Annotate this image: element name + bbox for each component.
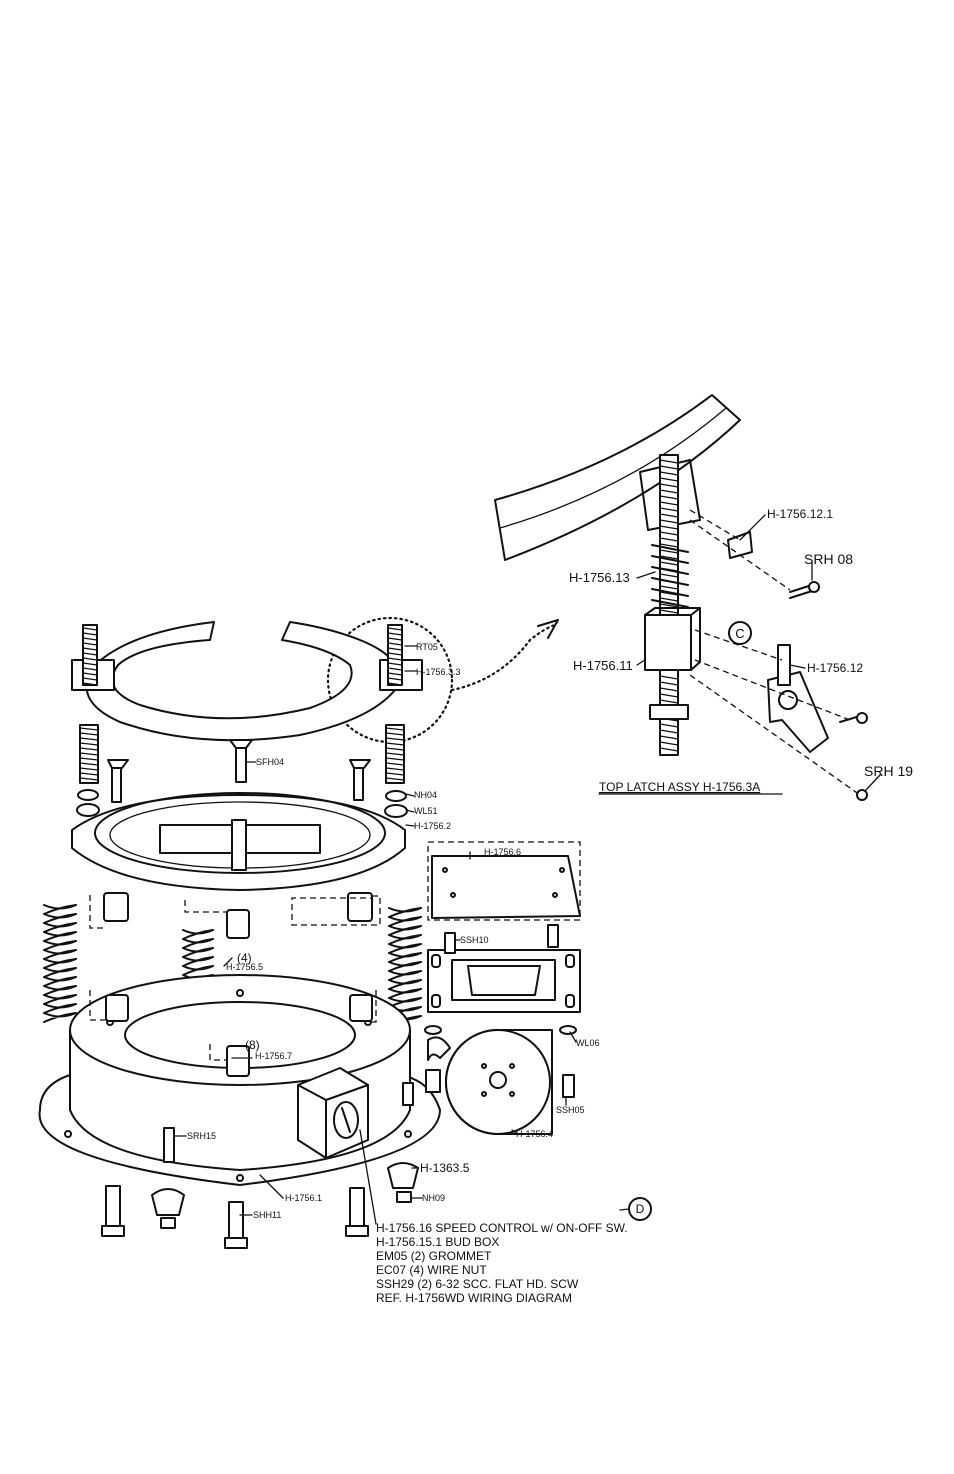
screw-srh08 — [808, 581, 820, 593]
title-top-latch-assy: TOP LATCH ASSY H-1756.3A — [599, 780, 760, 794]
bottom-bolts — [101, 1127, 369, 1249]
foot-left — [151, 1188, 185, 1216]
note-wire-nut: EC07 (4) WIRE NUT — [376, 1263, 487, 1277]
note-flat-head-screw: SSH29 (2) 6-32 SCC. FLAT HD. SCW — [376, 1277, 579, 1291]
note-bud-box: H-1756.15.1 BUD BOX — [376, 1235, 499, 1249]
motor-bracket — [427, 949, 581, 1013]
label-qty8: (8) — [245, 1038, 260, 1052]
bushing-right — [347, 892, 373, 922]
detail-circle — [326, 616, 454, 744]
note-grommet: EM05 (2) GROMMET — [376, 1249, 492, 1263]
label-ssh05: SSH05 — [556, 1105, 585, 1115]
label-h1756-7: H-1756.7 — [255, 1051, 292, 1061]
mounting-plate — [71, 792, 406, 891]
label-srh19: SRH 19 — [864, 763, 913, 779]
base-bushing-right — [349, 994, 373, 1022]
bushing-left — [103, 892, 129, 922]
bushing-center — [226, 909, 250, 939]
label-srh08: SRH 08 — [804, 551, 853, 567]
label-wl51: WL51 — [414, 806, 438, 816]
label-wl06: WL06 — [576, 1038, 600, 1048]
callout-circle-c — [728, 621, 752, 645]
label-h1756-6: H-1756.6 — [484, 847, 521, 857]
label-h1756-1: H-1756.1 — [285, 1193, 322, 1203]
label-h1756-11: H-1756.11 — [573, 658, 633, 673]
foot-h1363-5 — [387, 1162, 419, 1189]
label-h1363-5: H-1363.5 — [420, 1161, 470, 1175]
small-bracket — [727, 531, 753, 559]
motor-cover — [427, 841, 581, 921]
callout-c-label: C — [735, 626, 744, 641]
screw-srh15 — [163, 1127, 175, 1163]
callout-d-label: D — [636, 1202, 645, 1216]
ring-segment — [494, 394, 741, 561]
screw-ssh10-right — [547, 924, 559, 948]
label-rt05: RT05 — [416, 642, 438, 652]
latch-pin — [777, 644, 791, 686]
label-shh11: SHH11 — [253, 1210, 281, 1220]
plate-center-screw — [231, 819, 247, 871]
base-housing — [38, 974, 441, 1186]
speed-control-box — [297, 1067, 369, 1159]
label-h1756-5: H-1756.5 — [226, 962, 263, 972]
nut-nh09 — [396, 1191, 412, 1203]
base-bushing-center — [226, 1045, 250, 1077]
detail-arrow — [450, 623, 557, 692]
top-latch-assembly: C H-1756.12.1 SRH 08 H-1756.13 H-1756.11… — [494, 394, 913, 801]
label-qty4: (4) — [237, 951, 252, 965]
label-h1756-12-1: H-1756.12.1 — [767, 507, 833, 521]
top-ring — [71, 621, 423, 742]
washer-wl06 — [559, 1025, 577, 1035]
label-nh09: NH09 — [422, 1193, 445, 1203]
label-sfh04: SFH04 — [256, 757, 284, 767]
screw-ssh05 — [562, 1074, 575, 1098]
label-nh04: NH04 — [414, 790, 437, 800]
label-h1756-12: H-1756.12 — [807, 661, 863, 675]
screw-ssh10-left — [444, 932, 456, 954]
screw-box — [402, 1082, 414, 1106]
label-h1756-4: H-1756.4 — [516, 1129, 553, 1139]
label-h1756-13: H-1756.13 — [569, 570, 630, 585]
label-srh15: SRH15 — [187, 1131, 216, 1141]
label-h1756-3-3: H-1756.3.3 — [416, 667, 461, 677]
label-h1756-2: H-1756.2 — [414, 821, 451, 831]
latch-block — [644, 614, 692, 671]
parts-notes: H-1756.16 SPEED CONTROL w/ ON-OFF SW. H-… — [376, 1221, 628, 1305]
screw-srh19 — [856, 789, 868, 801]
screw-srh19-upper — [856, 712, 868, 724]
note-speed-control: H-1756.16 SPEED CONTROL w/ ON-OFF SW. — [376, 1221, 628, 1235]
rod-nut — [649, 704, 689, 720]
base-bushing-left — [105, 994, 129, 1022]
bracket-post — [425, 1069, 441, 1093]
note-wiring-diagram: REF. H-1756WD WIRING DIAGRAM — [376, 1291, 572, 1305]
label-ssh10: SSH10 — [460, 935, 489, 945]
